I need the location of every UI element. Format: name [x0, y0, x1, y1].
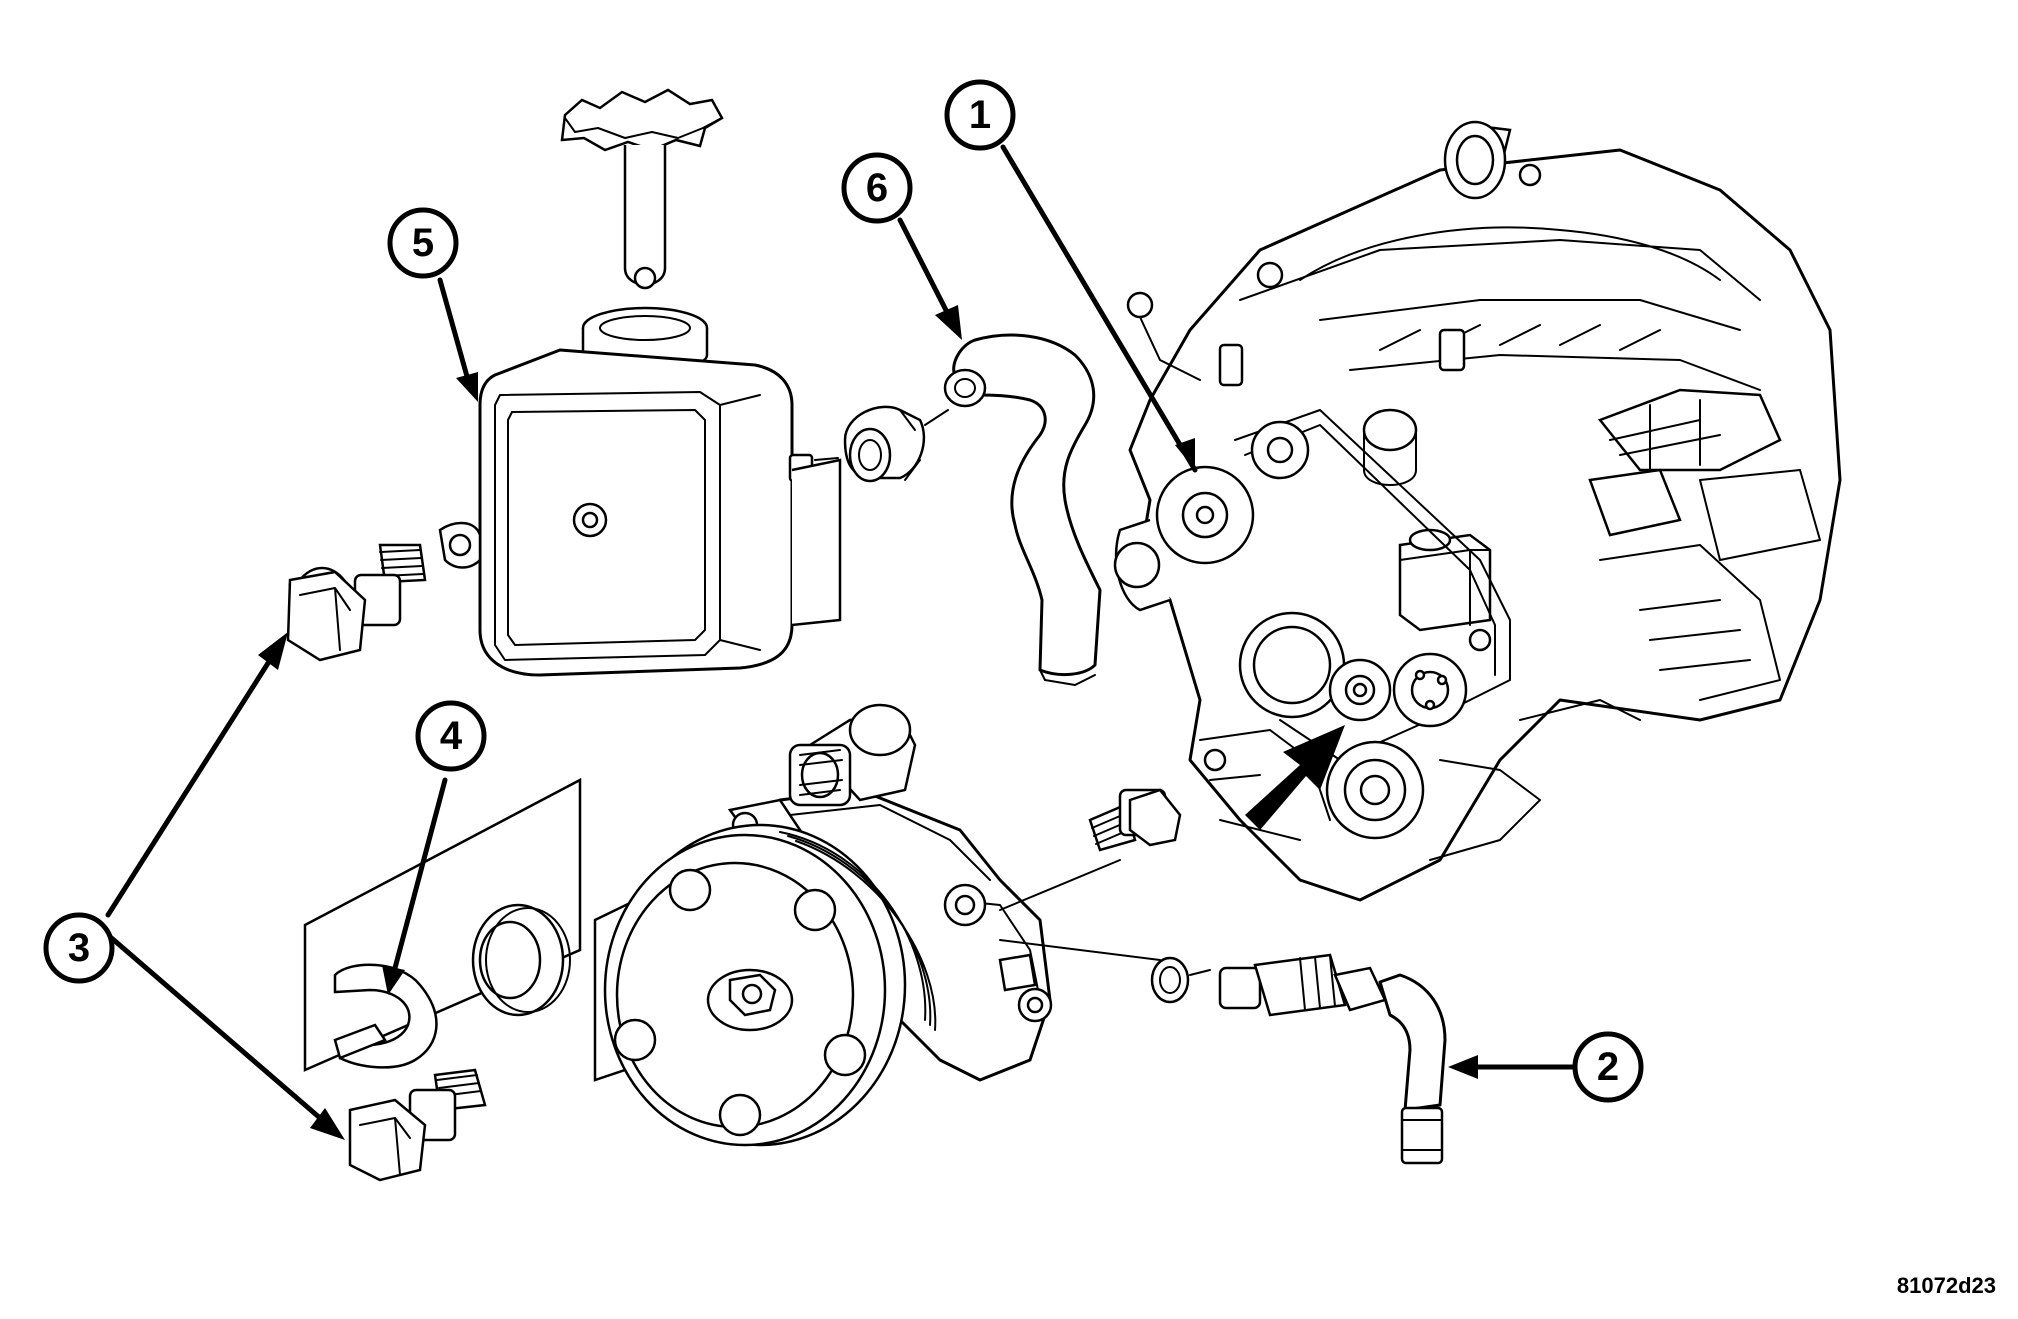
pointer-arrow: [1245, 725, 1345, 830]
pressure-line-illustration: [1150, 953, 1447, 1165]
leader-lines: [105, 144, 1575, 1140]
svg-text:2: 2: [1597, 1045, 1619, 1089]
leader-3a: [105, 657, 273, 918]
pump-bolts-illustration: [286, 543, 487, 1182]
svg-text:1: 1: [969, 93, 991, 137]
callout-6: 6: [841, 152, 913, 224]
supply-hose-illustration: [814, 333, 1102, 686]
callout-2: 2: [1572, 1031, 1644, 1103]
retaining-clip-illustration: [303, 777, 582, 1072]
callout-3: 3: [43, 912, 115, 984]
svg-text:4: 4: [440, 714, 463, 758]
svg-text:3: 3: [68, 926, 90, 970]
engine-illustration: [1113, 120, 1842, 902]
leader-1: [1000, 144, 1198, 473]
leader-6: [897, 217, 953, 321]
reservoir-illustration: [438, 88, 842, 677]
callout-5: 5: [387, 207, 459, 279]
svg-text:6: 6: [866, 166, 888, 210]
svg-text:5: 5: [412, 221, 434, 265]
power-steering-pump-illustration: [593, 703, 1182, 1147]
figure-id: 81072d23: [1896, 1273, 1996, 1298]
leader-3b: [105, 932, 323, 1121]
callout-1: 1: [944, 79, 1016, 151]
leader-4: [392, 777, 448, 971]
callout-4: 4: [415, 700, 487, 772]
leader-5: [437, 277, 471, 383]
